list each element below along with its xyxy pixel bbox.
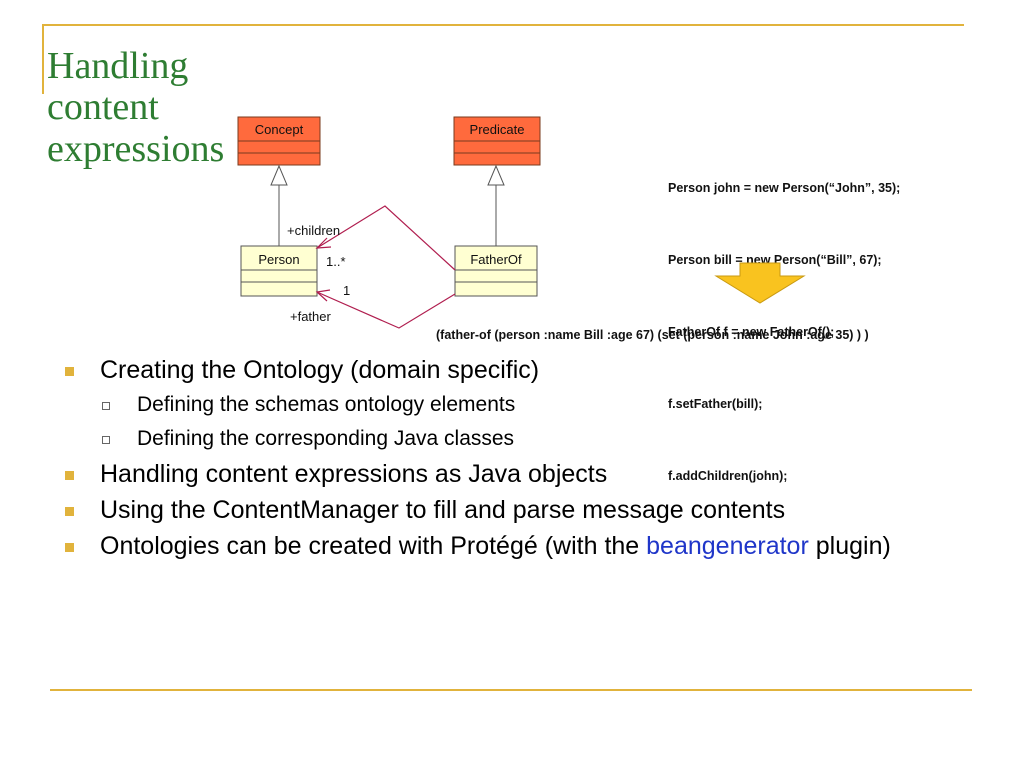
- children-multiplicity: 1..*: [326, 254, 346, 269]
- concept-class-name: Concept: [255, 122, 304, 137]
- sub-bullet-item: Defining the corresponding Java classes: [60, 424, 960, 454]
- code-line-5: f.addChildren(john);: [668, 469, 788, 483]
- uml-class-diagram: Concept Predicate Person FatherOf +: [237, 116, 541, 329]
- fatherof-predicate-generalization: [487, 164, 505, 246]
- bullet-text: plugin): [808, 532, 891, 560]
- slide-title: Handling content expressions: [47, 45, 267, 170]
- sub-bullet-item: Defining the schemas ontology elements: [60, 390, 960, 420]
- fatherof-class-name: FatherOf: [470, 252, 522, 267]
- code-line-4: f.setFather(bill);: [668, 397, 763, 411]
- father-multiplicity: 1: [343, 283, 350, 298]
- title-line-3: expressions: [47, 127, 225, 170]
- title-line-2: content: [47, 86, 159, 129]
- predicate-class: Predicate: [453, 116, 541, 166]
- fatherof-class: FatherOf: [454, 245, 538, 297]
- children-association: [315, 205, 456, 271]
- person-class: Person: [240, 245, 318, 297]
- code-line-1: Person john = new Person(“John”, 35);: [668, 181, 901, 195]
- bullet-item: Handling content expressions as Java obj…: [60, 458, 960, 490]
- father-role-label: +father: [290, 309, 332, 324]
- beangenerator-link[interactable]: beangenerator: [646, 532, 809, 560]
- java-code-snippet: Person john = new Person(“John”, 35); Pe…: [668, 128, 900, 512]
- down-arrow-icon: [714, 262, 806, 304]
- bullet-item: Ontologies can be created with Protégé (…: [60, 530, 960, 562]
- children-role-label: +children: [287, 223, 340, 238]
- bullet-list: Creating the Ontology (domain specific) …: [60, 354, 960, 566]
- person-class-name: Person: [258, 252, 299, 267]
- bullet-text: Ontologies can be created with Protégé (…: [100, 532, 647, 560]
- left-rule: [42, 24, 44, 94]
- title-line-1: Handling: [47, 45, 189, 87]
- father-association: [315, 289, 456, 329]
- sl-content-expression: (father-of (person :name Bill :age 67) (…: [436, 328, 869, 342]
- person-concept-generalization: [270, 164, 288, 246]
- predicate-class-name: Predicate: [470, 122, 525, 137]
- bullet-item: Creating the Ontology (domain specific): [60, 354, 960, 386]
- code-line-3: FatherOf f = new FatherOf();: [668, 325, 835, 339]
- bottom-rule: [50, 689, 972, 691]
- concept-class: Concept: [237, 116, 321, 166]
- top-rule: [42, 24, 964, 26]
- bullet-item: Using the ContentManager to fill and par…: [60, 494, 960, 526]
